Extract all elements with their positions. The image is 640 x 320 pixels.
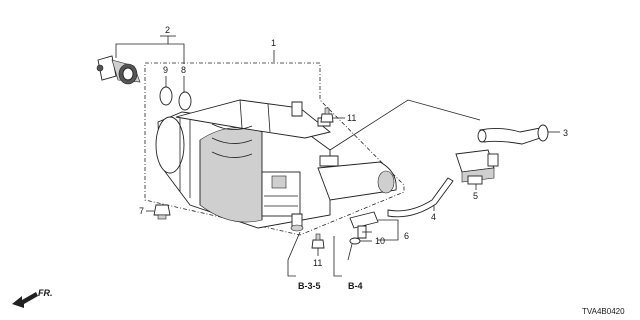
assembly-outline [144, 62, 405, 236]
callout-11-bottom: 11 [313, 258, 322, 268]
callout-8: 8 [181, 65, 186, 75]
callout-2: 2 [165, 25, 170, 35]
bolt-7[interactable] [153, 204, 171, 220]
reference-b-4[interactable]: B-4 [348, 281, 363, 291]
callout-11-top: 11 [347, 113, 356, 123]
front-arrow-icon [12, 292, 38, 308]
o-ring-9[interactable] [159, 86, 173, 106]
callout-7: 7 [139, 206, 144, 216]
hose-part[interactable] [477, 124, 549, 145]
filter-part[interactable] [96, 55, 141, 85]
callout-5: 5 [473, 191, 478, 201]
bolt-11-bottom[interactable] [311, 233, 325, 249]
leader-lines [115, 35, 560, 277]
callout-10: 10 [375, 236, 385, 246]
tube-part[interactable] [387, 177, 454, 218]
bracket-part[interactable] [349, 211, 379, 239]
solenoid-valve[interactable] [455, 149, 499, 185]
callout-9: 9 [163, 65, 168, 75]
callout-4: 4 [431, 212, 436, 222]
callout-1: 1 [271, 38, 276, 48]
diagram-code: TVA4B0420 [582, 307, 625, 316]
front-marker: FR. [38, 288, 53, 298]
callout-3: 3 [563, 128, 568, 138]
canister-assembly[interactable] [155, 99, 397, 232]
bolt-11-top[interactable] [320, 107, 334, 123]
o-ring-8[interactable] [178, 91, 192, 111]
callout-6: 6 [404, 231, 409, 241]
reference-b-3-5[interactable]: B-3-5 [298, 281, 321, 291]
washer-10[interactable] [349, 237, 361, 245]
